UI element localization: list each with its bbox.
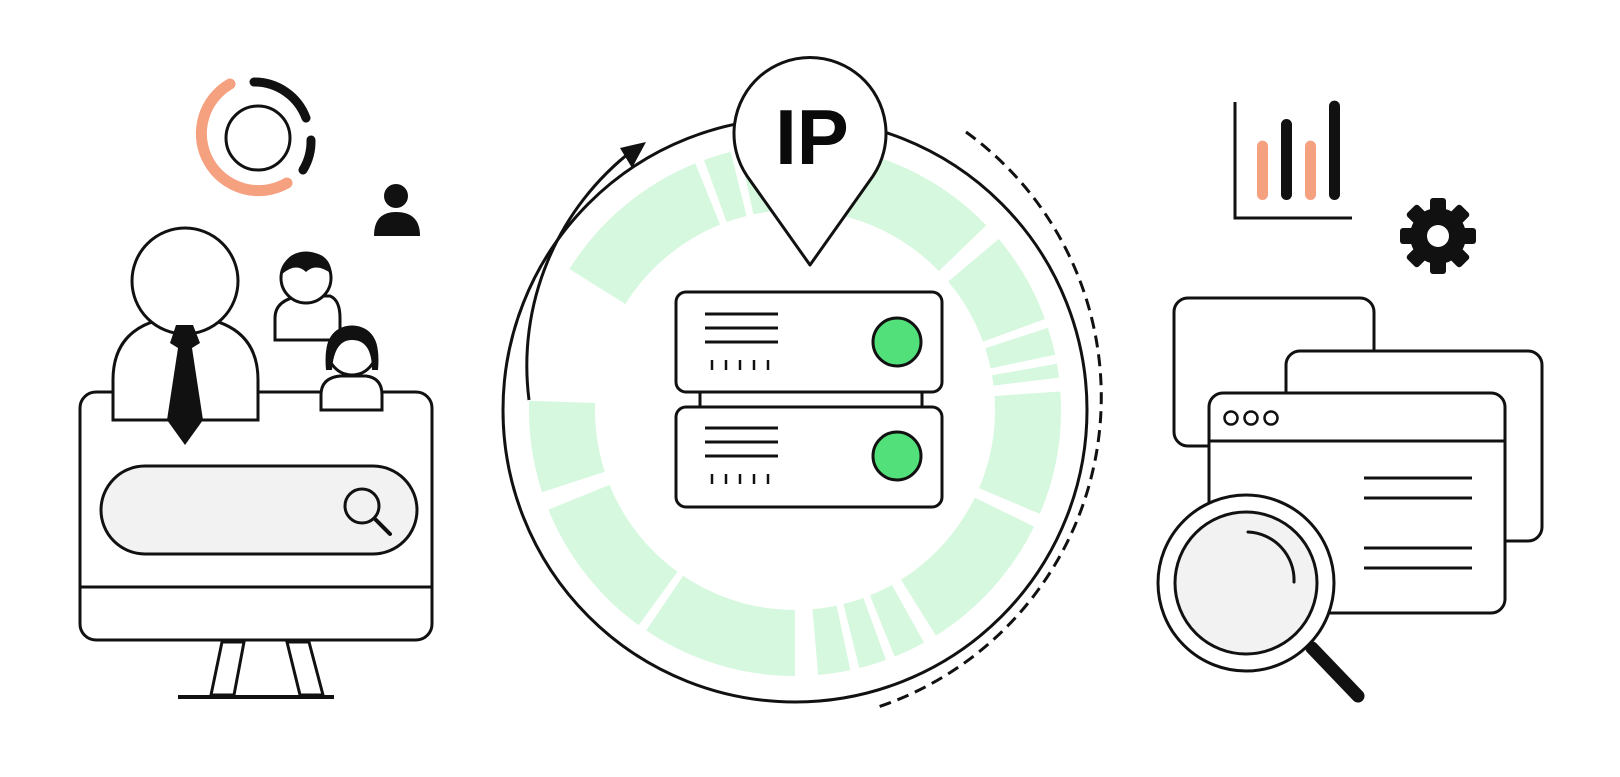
pin-label: IP <box>775 93 849 181</box>
ring-segment-12 <box>843 597 886 669</box>
bar-0 <box>1257 140 1268 200</box>
ring-segment-0 <box>569 163 721 305</box>
ring-segment-13 <box>812 605 851 675</box>
ring-segment-8 <box>991 363 1060 386</box>
ring-segment-14 <box>646 575 795 676</box>
ring-segment-9 <box>979 391 1061 514</box>
magnifying-glass-icon <box>1156 493 1365 703</box>
ring-segment-6 <box>948 239 1045 342</box>
search-icon <box>343 487 392 536</box>
manager-tie-icon <box>111 226 260 445</box>
ring-segment-1 <box>704 151 747 223</box>
location-pin-icon: IP <box>732 55 888 267</box>
ring-segment-11 <box>869 584 924 657</box>
person-woman-icon <box>319 325 384 412</box>
ring-segment-15 <box>548 484 678 626</box>
person-icon <box>273 251 342 342</box>
gear-icon <box>1400 198 1476 274</box>
ring-segment-10 <box>900 497 1035 636</box>
server-rack-icon <box>674 290 944 509</box>
ring-progress-icon <box>195 77 316 197</box>
ring-segment-5 <box>836 149 987 272</box>
bar-2 <box>1305 140 1316 200</box>
ring-segment-7 <box>985 327 1056 369</box>
search-bar <box>99 464 419 556</box>
bar-1 <box>1281 119 1292 200</box>
rotation-arrow <box>525 130 1103 710</box>
ring-segment-16 <box>529 400 605 493</box>
bar-chart-icon <box>1233 100 1352 220</box>
user-icon <box>374 184 420 236</box>
bar-3 <box>1329 100 1340 200</box>
